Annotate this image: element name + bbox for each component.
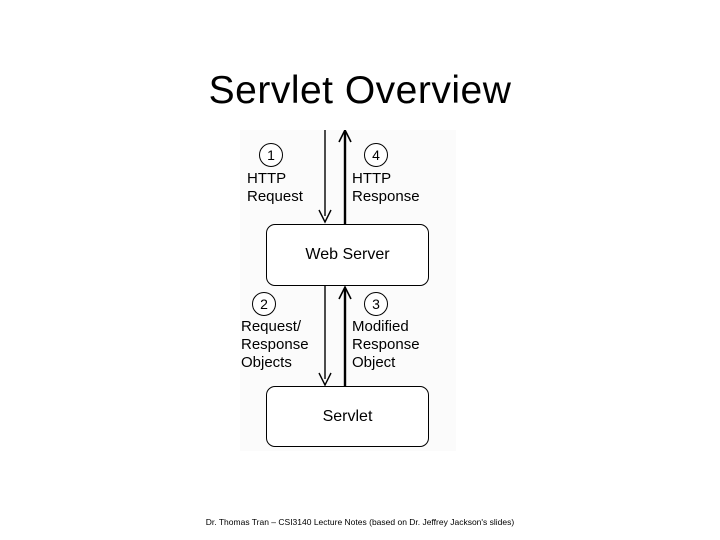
step-marker-1: 1 (259, 143, 283, 167)
node-servlet-label: Servlet (322, 407, 373, 425)
servlet-overview-diagram: Web Server Servlet 1 4 2 3 HTTP Request … (240, 130, 456, 451)
step-marker-4: 4 (364, 143, 388, 167)
diagram-connectors (318, 130, 352, 387)
edge-arrowhead-step-2 (318, 372, 332, 387)
node-servlet[interactable]: Servlet (266, 386, 429, 447)
step-marker-3: 3 (364, 292, 388, 316)
edge-label-step-3: Modified Response Object (352, 318, 420, 371)
edge-label-step-2: Request/ Response Objects (241, 318, 309, 371)
footer-credit: Dr. Thomas Tran – CSI3140 Lecture Notes … (205, 517, 515, 527)
page-title: Servlet Overview (208, 69, 512, 113)
edge-label-step-1: HTTP Request (247, 170, 303, 205)
node-web-server[interactable]: Web Server (266, 224, 429, 286)
edge-arrowhead-step-1 (318, 209, 332, 224)
step-marker-2: 2 (252, 292, 276, 316)
edge-label-step-4: HTTP Response (352, 170, 420, 205)
edge-arrowhead-step-4 (338, 130, 352, 143)
node-web-server-label: Web Server (305, 246, 390, 263)
edge-arrowhead-step-3 (338, 285, 352, 300)
